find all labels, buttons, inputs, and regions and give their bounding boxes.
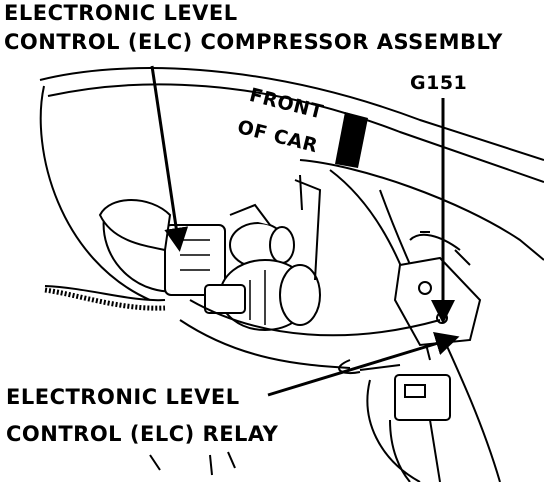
ground-wiring [409,231,471,266]
relay-harness [366,379,441,482]
wiring-conduit [44,287,166,311]
front-of-car-arrow-icon [335,112,368,168]
mounting-bracket [294,174,322,281]
relay-label-line1: ELECTRONIC LEVEL [6,385,240,409]
compressor-label-line1: ELECTRONIC LEVEL [4,1,238,25]
relay-leader-arrow [267,332,460,397]
g151-label: G151 [410,72,468,94]
compressor-leader-arrow [150,65,189,252]
hatch-marks [149,451,236,476]
leader-lines [150,65,460,397]
compressor-label-line2: CONTROL (ELC) COMPRESSOR ASSEMBLY [4,30,503,54]
g151-ground-bracket [393,256,482,347]
relay-label-line2: CONTROL (ELC) RELAY [6,422,279,446]
body-harness [179,299,441,369]
